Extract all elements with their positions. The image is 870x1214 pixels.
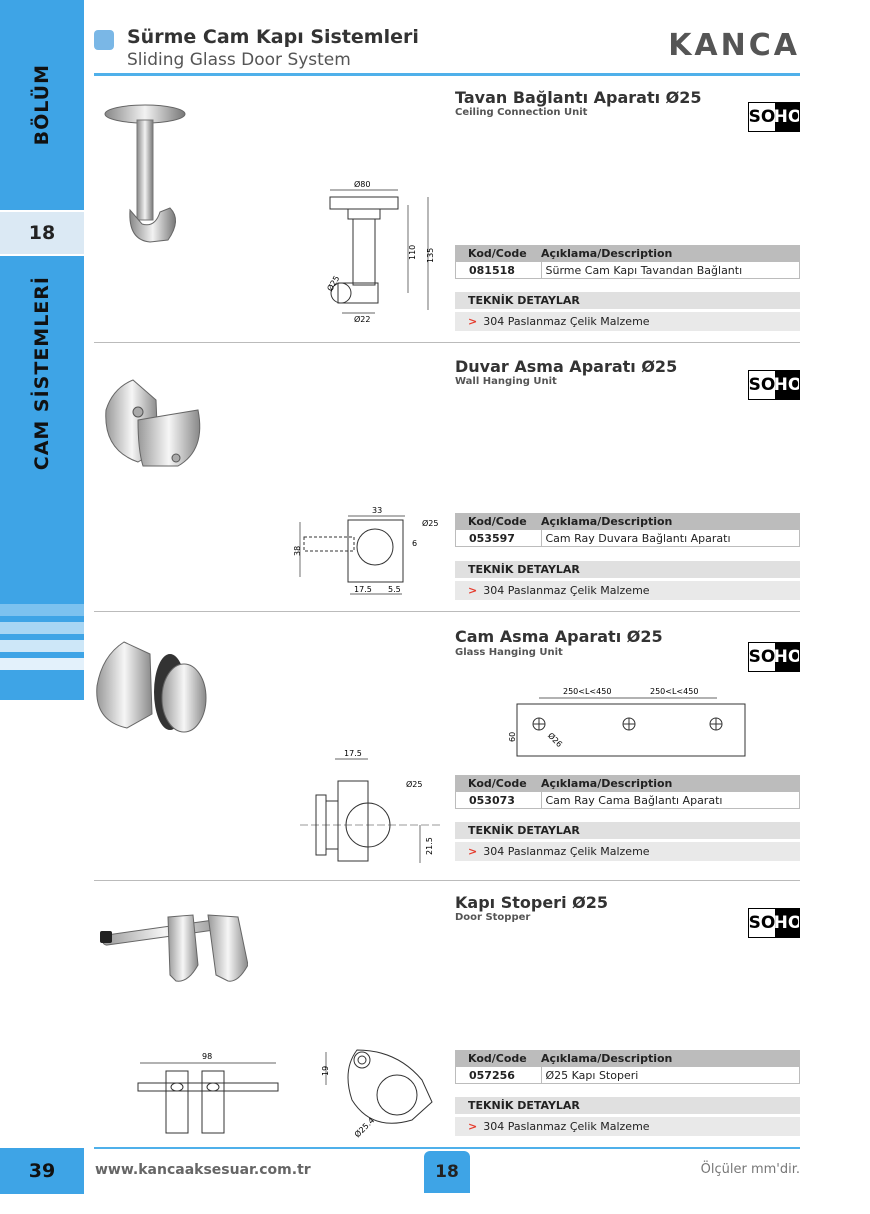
brand-logo: KANCA	[668, 28, 800, 63]
svg-text:Ø25.4: Ø25.4	[352, 1115, 376, 1139]
svg-text:Ø25: Ø25	[406, 779, 422, 789]
technical-details: TEKNİK DETAYLAR >304 Paslanmaz Çelik Mal…	[455, 561, 800, 600]
sidebar-stripe	[0, 658, 84, 670]
svg-text:21.5: 21.5	[425, 837, 434, 855]
page-title: Sürme Cam Kapı Sistemleri	[127, 26, 419, 48]
table-row: 057256 Ø25 Kapı Stoperi	[455, 1067, 800, 1084]
svg-text:6: 6	[412, 539, 417, 548]
wall-hanging-drawing: 33 38 Ø25 6 17.5 5.5	[293, 506, 438, 595]
sidebar-stripe	[0, 640, 84, 652]
product-subtitle: Wall Hanging Unit	[455, 376, 557, 387]
glass-hanging-photo	[96, 641, 207, 733]
product-subtitle: Ceiling Connection Unit	[455, 107, 588, 118]
door-stopper-front-drawing: 98	[137, 1052, 279, 1134]
svg-text:98: 98	[202, 1052, 212, 1061]
ceiling-connection-drawing: Ø80 110 135 Ø25 Ø22	[325, 179, 435, 324]
svg-text:Ø80: Ø80	[354, 179, 370, 189]
table-row: 053073 Cam Ray Cama Bağlantı Aparatı	[455, 792, 800, 809]
svg-text:135: 135	[426, 248, 435, 263]
table-row: 053597 Cam Ray Duvara Bağlantı Aparatı	[455, 530, 800, 547]
svg-text:17.5: 17.5	[354, 585, 372, 594]
units-note: Ölçüler mm'dir.	[700, 1162, 800, 1177]
section-tab: 18	[424, 1151, 470, 1193]
section-divider	[94, 611, 800, 612]
product-subtitle: Door Stopper	[455, 912, 531, 923]
svg-text:33: 33	[372, 506, 382, 515]
ceiling-connection-photo	[104, 104, 186, 243]
svg-text:110: 110	[408, 245, 417, 260]
technical-details: TEKNİK DETAYLAR >304 Paslanmaz Çelik Mal…	[455, 292, 800, 331]
svg-text:60: 60	[508, 732, 517, 742]
header-square-icon	[94, 30, 114, 50]
sidebar-stripe	[0, 622, 84, 634]
product-title: Kapı Stoperi Ø25	[455, 893, 608, 912]
glass-hanging-side-drawing: 17.5 Ø25 21.5	[300, 749, 440, 863]
footer-divider	[94, 1147, 800, 1149]
product-title: Cam Asma Aparatı Ø25	[455, 627, 663, 646]
page-subtitle: Sliding Glass Door System	[127, 50, 351, 70]
technical-details: TEKNİK DETAYLAR >304 Paslanmaz Çelik Mal…	[455, 822, 800, 861]
svg-text:250<L<450: 250<L<450	[650, 687, 698, 696]
svg-text:17.5: 17.5	[344, 749, 362, 758]
svg-text:Ø25: Ø25	[422, 518, 438, 528]
section-divider	[94, 342, 800, 343]
technical-details: TEKNİK DETAYLAR >304 Paslanmaz Çelik Mal…	[455, 1097, 800, 1136]
page-number: 39	[0, 1148, 84, 1194]
svg-text:19: 19	[321, 1066, 330, 1076]
product-title: Duvar Asma Aparatı Ø25	[455, 357, 678, 376]
header-divider	[94, 73, 800, 76]
sidebar-section-label: BÖLÜM	[0, 0, 84, 210]
svg-text:Ø26: Ø26	[546, 730, 565, 749]
svg-text:38: 38	[293, 546, 302, 556]
section-divider	[94, 880, 800, 881]
sidebar-stripe	[0, 604, 84, 616]
door-stopper-side-drawing: 19 Ø25.4	[321, 1049, 433, 1139]
website-link[interactable]: www.kancaaksesuar.com.tr	[95, 1162, 311, 1178]
product-title: Tavan Bağlantı Aparatı Ø25	[455, 88, 702, 107]
svg-text:5.5: 5.5	[388, 585, 401, 594]
svg-text:250<L<450: 250<L<450	[563, 687, 611, 696]
sidebar-section-number: 18	[0, 212, 84, 254]
glass-hanging-plan-drawing: 250<L<450 250<L<450 60 Ø26	[508, 687, 746, 757]
product-subtitle: Glass Hanging Unit	[455, 647, 563, 658]
svg-text:Ø22: Ø22	[354, 314, 370, 324]
table-row: 081518 Sürme Cam Kapı Tavandan Bağlantı	[455, 262, 800, 279]
wall-hanging-photo	[105, 379, 201, 467]
door-stopper-photo	[100, 914, 248, 982]
